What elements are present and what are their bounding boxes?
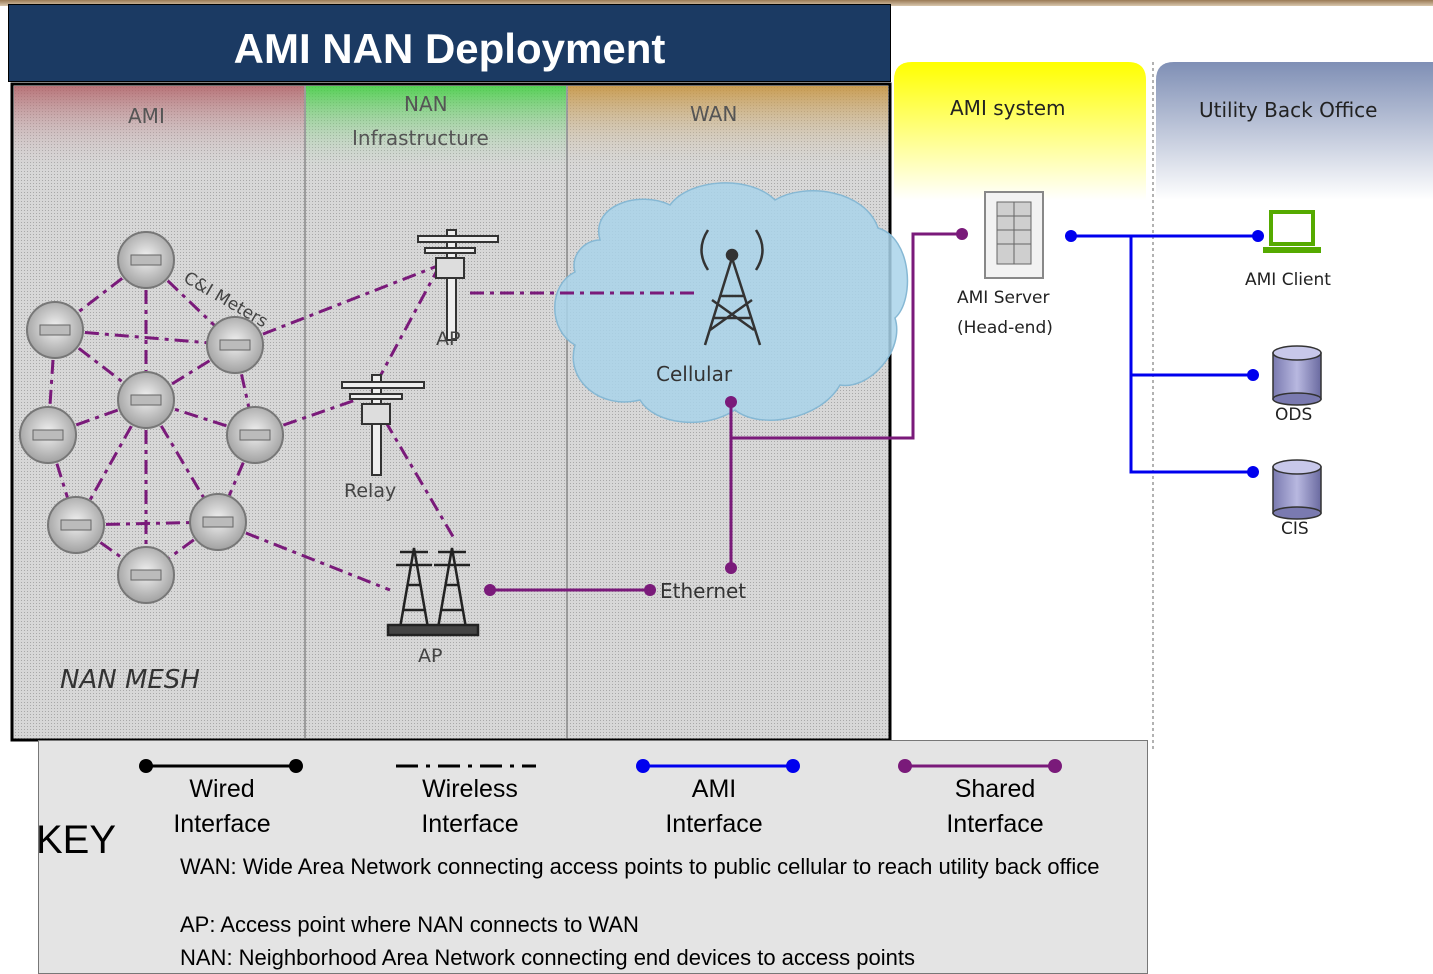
key-wired-line2: Interface (173, 810, 271, 838)
ami-zone-header (14, 86, 304, 176)
ami-interface-lines (1071, 234, 1258, 474)
ami-server-icon (984, 191, 1044, 279)
cellular-label: Cellular (656, 362, 733, 386)
key-shared-label: Shared Interface (925, 772, 1065, 842)
key-wired-line1: Wired (189, 775, 255, 803)
key-shared-line1: Shared (954, 775, 1036, 803)
zone-label-ami: AMI (128, 104, 165, 128)
ap-label-top: AP (436, 328, 461, 350)
key-ami-line2: Interface (665, 810, 763, 838)
diagram-title: AMI NAN Deployment (233, 25, 666, 72)
wan-zone-header (568, 86, 888, 176)
key-shared-sample (898, 759, 1062, 773)
ethernet-label: Ethernet (660, 579, 747, 603)
key-ami-line1: AMI (691, 775, 737, 803)
cell-tower-icon (700, 229, 764, 346)
zone-label-ami-system: AMI system (950, 96, 1066, 120)
key-wireless-label: Wireless Interface (400, 772, 540, 842)
ami-client-label: AMI Client (1245, 270, 1331, 290)
substation-icon (386, 547, 480, 637)
ami-interface-endpoints (1065, 230, 1264, 478)
definition-wan: WAN: Wide Area Network connecting access… (180, 854, 1100, 879)
key-wired-label: Wired Interface (152, 772, 292, 842)
ods-label: ODS (1275, 405, 1313, 425)
key-wireless-line2: Interface (421, 810, 519, 838)
shared-interface-lines (490, 232, 962, 592)
cellular-cloud (554, 182, 909, 423)
zone-label-back-office: Utility Back Office (1199, 98, 1378, 122)
ami-server-label: AMI Server (957, 288, 1050, 308)
ap-label-bottom: AP (418, 645, 443, 667)
ami-system-zone (894, 62, 1146, 200)
key-wired-sample (139, 759, 303, 773)
relay-label: Relay (344, 480, 397, 502)
ami-client-monitor-icon (1263, 210, 1321, 253)
zone-label-nan: NAN (404, 92, 448, 116)
nan-mesh-label: NAN MESH (60, 665, 200, 695)
relay-pole-icon (341, 374, 425, 476)
title-banner: AMI NAN Deployment (8, 4, 891, 82)
key-ami-sample (636, 759, 800, 773)
definition-ap: AP: Access point where NAN connects to W… (180, 912, 639, 937)
key-wireless-line1: Wireless (422, 775, 518, 803)
meter-icons (19, 231, 284, 604)
zone-label-wan: WAN (690, 102, 738, 126)
shared-interface-endpoints (484, 228, 968, 596)
ods-database-icon (1272, 345, 1322, 406)
key-title: KEY (36, 818, 117, 862)
cis-database-icon (1272, 459, 1322, 520)
zone-label-infrastructure: Infrastructure (352, 126, 489, 150)
nan-zone-header (306, 86, 566, 176)
ap-pole-icon (417, 229, 499, 341)
back-office-zone (1156, 62, 1433, 200)
key-ami-label: AMI Interface (644, 772, 784, 842)
ami-server-headend-label: (Head-end) (957, 318, 1053, 338)
top-border (0, 0, 1433, 6)
cis-label: CIS (1281, 519, 1309, 539)
key-shared-line2: Interface (946, 810, 1044, 838)
definition-nan: NAN: Neighborhood Area Network connectin… (180, 945, 915, 970)
